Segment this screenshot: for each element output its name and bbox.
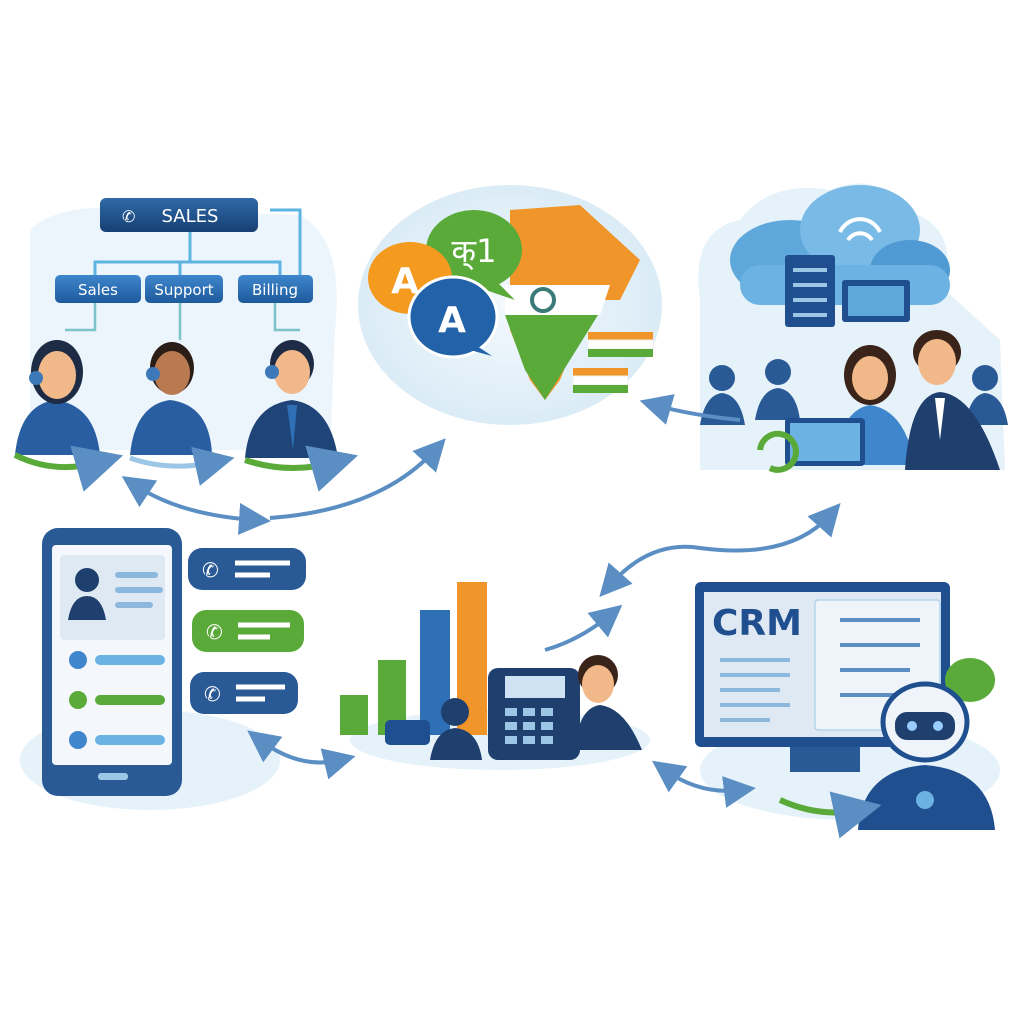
call-bubble-blue-2: ✆ bbox=[190, 672, 298, 714]
user-icon bbox=[441, 698, 469, 726]
flow-arrows bbox=[121, 394, 841, 808]
ashoka-chakra-icon bbox=[530, 287, 556, 313]
call-routing-panel: ✆ SALES Sales Support Billing bbox=[13, 198, 359, 492]
agent-female-icon bbox=[15, 340, 100, 455]
agent-male-icon bbox=[905, 330, 1000, 470]
flag-icon bbox=[572, 332, 654, 393]
svg-text:A: A bbox=[438, 300, 466, 341]
check-icon[interactable] bbox=[69, 691, 87, 709]
call-bubble-blue: ✆ bbox=[188, 548, 306, 590]
svg-text:क्1: क्1 bbox=[452, 232, 497, 271]
dept-billing-button[interactable] bbox=[238, 275, 313, 303]
phone-icon: ✆ bbox=[122, 207, 135, 226]
team-silhouettes-icon bbox=[700, 359, 1008, 425]
dept-sales-label: Sales bbox=[78, 281, 118, 299]
svg-text:✆: ✆ bbox=[204, 682, 221, 706]
play-icon-2[interactable] bbox=[69, 731, 87, 749]
dept-support-label: Support bbox=[154, 281, 213, 299]
dept-sales-button[interactable] bbox=[55, 275, 141, 303]
multilingual-panel: क्1 A A bbox=[358, 185, 662, 425]
ai-robot-agent-icon bbox=[858, 681, 995, 830]
contact-avatar-icon bbox=[75, 568, 99, 592]
cloud-team-panel bbox=[698, 183, 1008, 473]
chat-bubble-icon bbox=[945, 658, 995, 702]
svg-text:✆: ✆ bbox=[202, 558, 219, 582]
server-icon bbox=[785, 255, 835, 327]
home-button[interactable] bbox=[98, 773, 128, 780]
play-icon[interactable] bbox=[69, 651, 87, 669]
agent-male-icon bbox=[575, 655, 642, 750]
sales-header-button[interactable] bbox=[100, 198, 258, 232]
crm-title: CRM bbox=[712, 603, 802, 644]
mobile-app-panel: ✆ ✆ ✆ bbox=[20, 528, 306, 810]
sales-header-label: SALES bbox=[162, 206, 219, 227]
wifi-icon bbox=[838, 217, 882, 242]
dept-support-button[interactable] bbox=[145, 275, 223, 303]
svg-text:✆: ✆ bbox=[206, 620, 223, 644]
analytics-phone-panel bbox=[340, 582, 650, 770]
call-bubble-green: ✆ bbox=[192, 610, 304, 652]
speech-bubble-a-blue: A bbox=[407, 275, 499, 359]
agent-female-2-icon bbox=[130, 342, 212, 455]
dept-billing-label: Billing bbox=[252, 281, 298, 299]
refresh-icon bbox=[757, 430, 799, 473]
chat-icon bbox=[385, 720, 430, 745]
agent-male-icon bbox=[245, 340, 338, 458]
crm-panel: CRM bbox=[695, 582, 1000, 839]
